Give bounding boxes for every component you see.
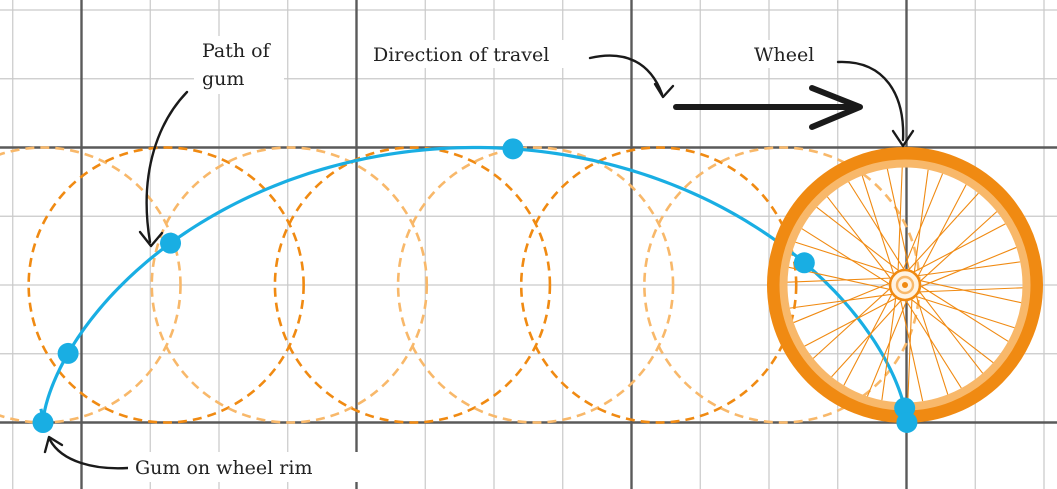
path-of-gum-arrow (147, 92, 187, 242)
gum-position-dot (896, 412, 917, 433)
gum-position-dot (160, 233, 181, 254)
wheel-label: Wheel (754, 44, 814, 66)
gum-position-dot (33, 412, 54, 433)
wheel-spoke (919, 247, 1017, 287)
wheel-spoke (849, 182, 905, 271)
wheel-spoke (914, 170, 928, 274)
wheel-spoke (802, 229, 891, 285)
direction-pointer-arrow (590, 56, 662, 94)
wheel-spoke (790, 294, 894, 308)
wheel-spoke (903, 174, 943, 272)
wheel-spoke (916, 262, 1020, 276)
path-of-gum-label-line2: gum (202, 68, 244, 90)
wheel-axle (902, 282, 908, 288)
wheel-spoke (882, 296, 896, 400)
wheel-spoke (914, 296, 1014, 328)
gum-position-dot (502, 138, 523, 159)
wheel-spoke (916, 294, 948, 394)
gum-on-wheel-rim-label: Gum on wheel rim (135, 457, 312, 479)
wheel-spoke (862, 176, 894, 276)
gum-position-dot (58, 343, 79, 364)
gum-position-dot (794, 252, 815, 273)
wheel-spoke (905, 299, 961, 388)
path-of-gum-label-line1: Path of (202, 40, 272, 62)
direction-of-travel-label: Direction of travel (373, 44, 549, 66)
wheel-spoke (794, 283, 892, 323)
wheel-spoke (867, 299, 907, 397)
wheel-spoke (919, 285, 1008, 341)
